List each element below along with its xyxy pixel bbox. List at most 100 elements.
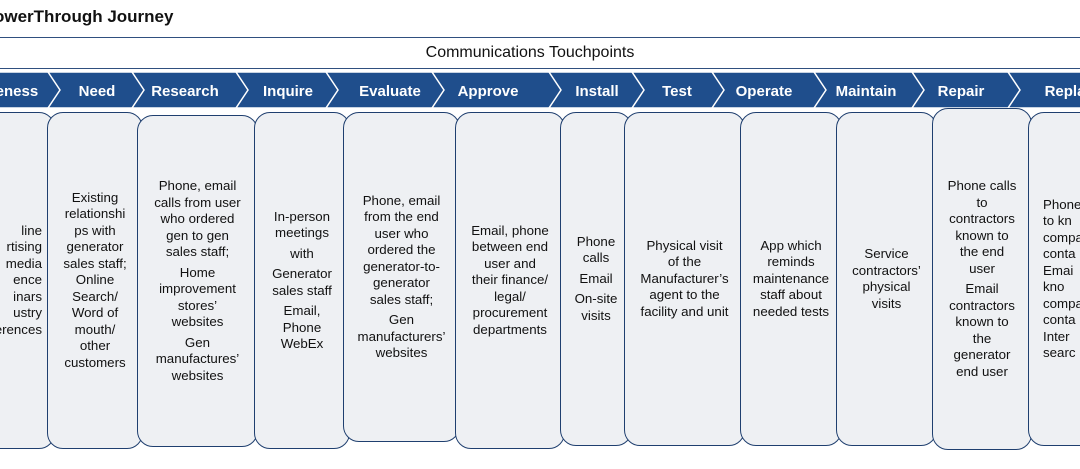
card-text-line: generator xyxy=(373,275,430,290)
card-text-line: their finance/ xyxy=(471,272,549,288)
card-text-line: from the end xyxy=(364,209,439,224)
card-text-line: line xyxy=(21,222,42,238)
card-text-line: with xyxy=(290,245,314,261)
card-text-line: staff about xyxy=(760,287,822,303)
card-text-line: compa xyxy=(1043,229,1080,245)
stage-chevron-12 xyxy=(1006,71,1080,109)
card-text-line: Email xyxy=(965,281,999,296)
card-text-line: facility and unit xyxy=(640,303,729,319)
card-text-line: improvement xyxy=(159,281,236,296)
card-text-line: Phone xyxy=(1043,196,1080,212)
card-text-line: legal/ xyxy=(494,288,526,304)
card-text-line: Word of xyxy=(71,305,119,321)
card-text-line: maintenance xyxy=(752,270,830,286)
card-text-line: meetings xyxy=(275,225,329,240)
card-text-line: Gen xyxy=(388,312,415,327)
card-text-line: compa xyxy=(1043,295,1080,311)
page-title: owerThrough Journey xyxy=(0,7,174,26)
card-text-line: media xyxy=(5,255,42,271)
card-text-line: conta xyxy=(1043,246,1076,261)
card-text-line: Phone, email xyxy=(158,178,237,193)
stage-label: Research xyxy=(151,83,219,100)
card-text-line: end user xyxy=(956,363,1008,379)
card-text-line: ence xyxy=(13,272,42,288)
card-text-line: to xyxy=(976,194,988,210)
card-text-line: reminds xyxy=(767,254,815,270)
card-text-line: needed tests xyxy=(752,303,830,319)
card-text-line: Email, xyxy=(283,303,321,318)
card-text-line: user and xyxy=(484,255,536,271)
card-text-line: ordered the xyxy=(367,242,436,257)
card-text-line: contractors xyxy=(949,297,1015,313)
card-text-line: Existing xyxy=(71,189,119,205)
card-text-line: WebEx xyxy=(280,336,324,351)
card-text-line: the xyxy=(972,330,992,346)
card-text-line: agent to the xyxy=(649,287,720,303)
card-text-line: contractors’ xyxy=(852,262,921,278)
card-text-line: known to xyxy=(955,314,1009,329)
card-text-line: Physical visit xyxy=(646,237,723,253)
card-text-line: who ordered xyxy=(160,211,235,226)
card-text-line: contractors xyxy=(949,211,1015,226)
card-text-line: rtising xyxy=(6,239,42,255)
card-text-line: erences xyxy=(0,321,42,337)
stage-chevrons: renessNeedResearchInquireEvaluateApprove… xyxy=(0,71,1080,109)
stage-label: Repla xyxy=(1045,83,1080,100)
card-text-line: conta xyxy=(1043,312,1076,327)
stage-label: Maintain xyxy=(836,83,897,100)
card-text-line: procurement xyxy=(472,305,548,321)
card-text-line: In-person xyxy=(273,208,331,224)
card-text-line: Home xyxy=(179,264,216,280)
card-text-line: websites xyxy=(171,314,224,329)
card-text-line: Gen xyxy=(184,334,211,350)
card-text-line: searc xyxy=(1043,345,1076,360)
touchpoints-banner: Communications Touchpoints xyxy=(0,37,1080,69)
card-text-line: the end xyxy=(959,244,1005,259)
card-text-line: Phone, email xyxy=(362,192,441,208)
card-text-line: manufacturers’ xyxy=(357,328,446,344)
card-text-line: App which xyxy=(760,237,822,253)
card-text-line: On-site xyxy=(574,291,618,307)
card-text-line: known to xyxy=(955,227,1009,243)
card-text-line: ps with xyxy=(74,222,116,238)
card-text-line: gen to gen xyxy=(166,227,229,243)
card-text-line: websites xyxy=(375,345,428,360)
card-text-line: sales staff; xyxy=(165,244,230,259)
card-text-line: user xyxy=(969,260,995,276)
card-text-line: Service xyxy=(864,246,909,261)
touchpoint-card: linertisingmediaenceinarsustryerences xyxy=(0,112,55,449)
card-text-line: visits xyxy=(871,295,902,311)
card-text-line: physical xyxy=(862,279,911,294)
card-text-line: websites xyxy=(171,367,224,383)
card-text-line: kno xyxy=(1043,279,1065,294)
stage-label: reness xyxy=(0,83,38,100)
card-text-line: customers xyxy=(64,354,126,370)
card-text-line: generator xyxy=(953,347,1011,362)
card-text-line: manufactures’ xyxy=(155,351,240,366)
stage-label: Inquire xyxy=(263,83,313,100)
card-text-line: calls from user xyxy=(154,194,241,210)
card-text-line: sales staff xyxy=(272,282,332,298)
card-text-line: stores’ xyxy=(177,297,218,313)
card-text-line: Phone xyxy=(282,319,322,335)
card-text-line: Phone xyxy=(576,233,616,249)
card-text-line: calls xyxy=(582,250,610,266)
stage-label: Install xyxy=(575,83,618,100)
stage-label: Evaluate xyxy=(359,83,421,100)
card-text-line: user who xyxy=(374,225,429,241)
card-text-line: mouth/ xyxy=(74,321,116,337)
card-text-line: departments xyxy=(473,321,547,337)
card-text-line: Emai xyxy=(1043,262,1074,278)
card-text-line: generator xyxy=(66,239,124,255)
card-text-line: Email xyxy=(579,270,613,286)
card-text-line: Manufacturer’s xyxy=(640,270,729,286)
card-text-line: sales staff; xyxy=(369,291,434,307)
